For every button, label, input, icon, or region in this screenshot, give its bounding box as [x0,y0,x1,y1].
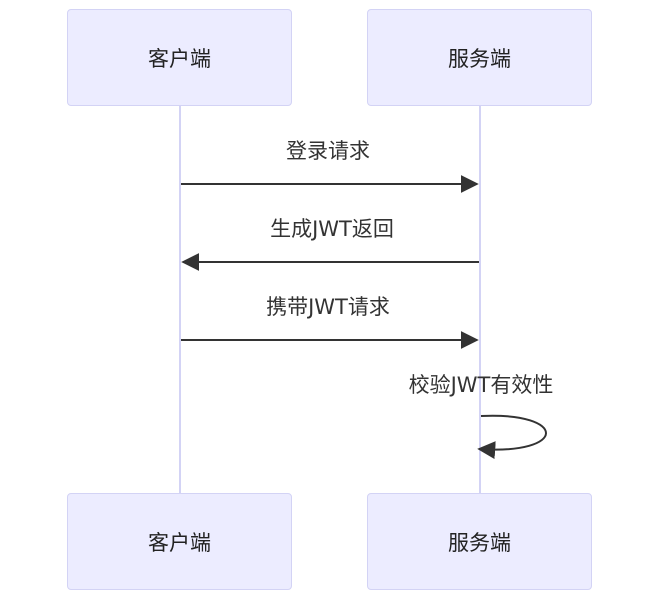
participant-client-label: 客户端 [148,530,211,555]
message-label-3: 携带JWT请求 [266,295,390,319]
participant-client-label: 客户端 [148,46,211,71]
participant-server-label: 服务端 [448,530,511,555]
participant-server-top: 服务端 [367,9,592,106]
message-arrow-4-self-loop [477,414,547,460]
participant-server-label: 服务端 [448,46,511,71]
message-label-2: 生成JWT返回 [270,217,394,241]
participant-client-top: 客户端 [67,9,292,106]
message-label-4: 校验JWT有效性 [409,373,554,397]
participant-client-bottom: 客户端 [67,493,292,590]
participant-server-bottom: 服务端 [367,493,592,590]
message-label-1: 登录请求 [286,139,370,163]
